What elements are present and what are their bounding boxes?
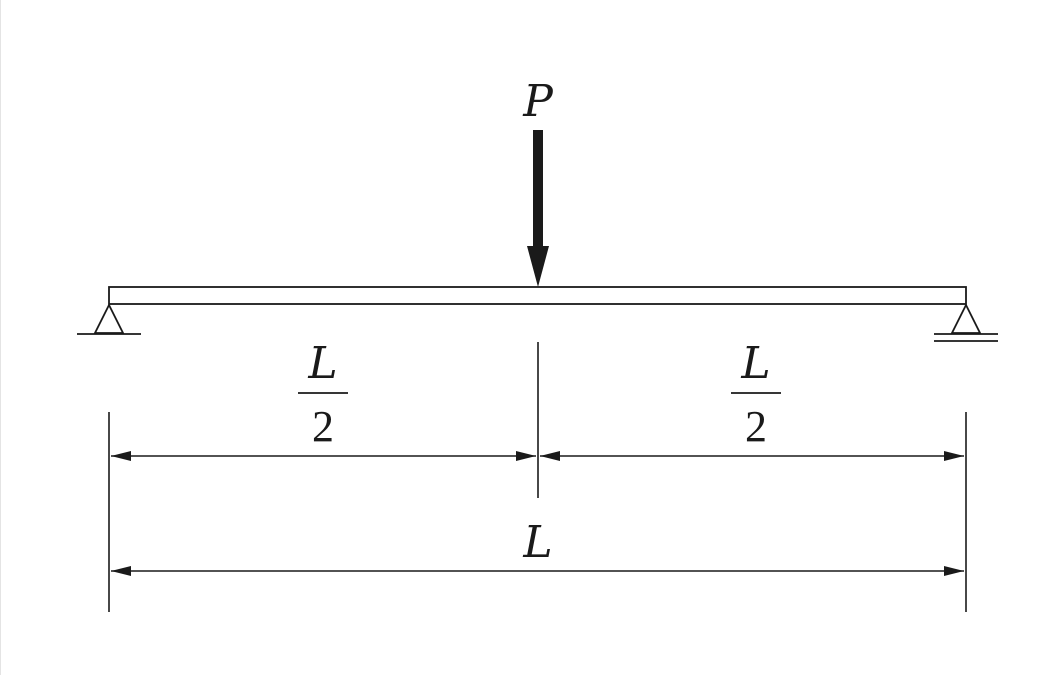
roller-support-right [934,302,998,342]
half-span-label-right: L 2 [731,338,781,451]
fraction-numerator: L [307,338,337,389]
pin-support-left [77,302,141,335]
fraction-denominator: 2 [745,402,767,451]
fraction-denominator: 2 [312,402,334,451]
fraction-numerator: L [740,338,770,389]
load-arrow [527,130,549,287]
total-span-label: L [522,517,552,568]
half-span-label-left: L 2 [298,338,348,451]
beam [108,286,967,305]
load-label: P [522,76,554,127]
